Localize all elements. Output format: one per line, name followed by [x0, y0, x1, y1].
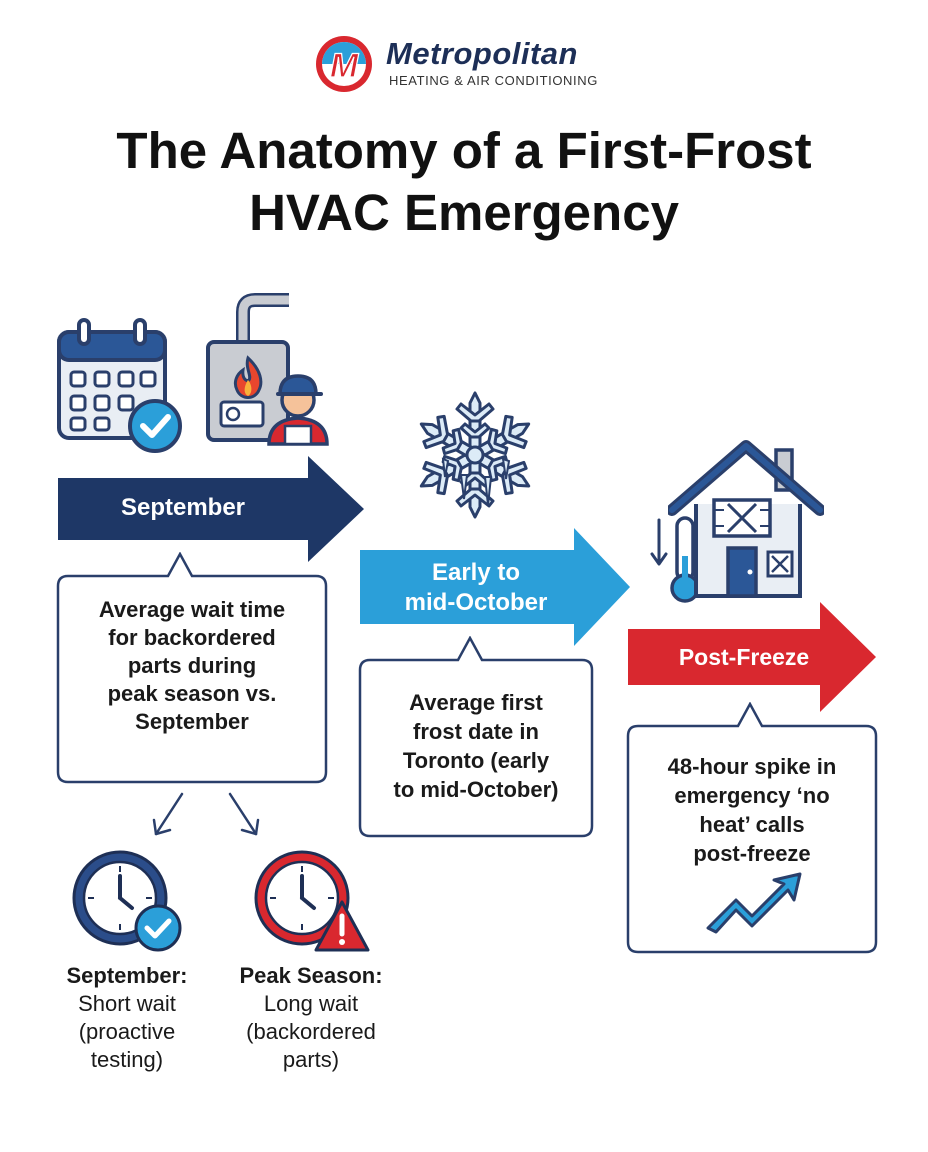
stage-september-callout-box: [56, 552, 328, 784]
stage-october-label: Early to mid-October: [360, 558, 592, 618]
stage-postfreeze-label: Post-Freeze: [678, 644, 810, 670]
stage-september-arrow: [58, 456, 364, 562]
page-title: The Anatomy of a First-Frost HVAC Emerge…: [0, 120, 928, 244]
snowflake-icon: [419, 391, 531, 519]
split-arrows-icon: [152, 792, 260, 836]
page-title-line-2: HVAC Emergency: [249, 184, 679, 241]
stage-october-callout: Average first frost date in Toronto (ear…: [362, 688, 590, 804]
callout-line: Average first: [409, 690, 543, 715]
comparison-line: (proactive: [78, 1019, 176, 1044]
callout-line: emergency ‘no: [674, 783, 830, 808]
callout-line: September: [135, 709, 249, 734]
stage-october-callout-box: [358, 636, 594, 838]
brand-logo-icon: M: [316, 36, 372, 92]
comparison-september-text: September: Short wait (proactive testing…: [42, 962, 212, 1074]
page-title-line-1: The Anatomy of a First-Frost: [116, 122, 812, 179]
comparison-line: parts): [282, 1047, 340, 1072]
callout-line: Toronto (early: [402, 748, 550, 773]
callout-line: peak season vs.: [107, 681, 277, 706]
callout-line: frost date in: [413, 719, 539, 744]
technician-icon: [267, 374, 329, 446]
brand-tagline: HEATING & AIR CONDITIONING: [389, 73, 598, 88]
stage-october-arrow: [360, 528, 630, 646]
stage-postfreeze-callout: 48-hour spike in emergency ‘no heat’ cal…: [630, 752, 874, 868]
clock-check-icon: [72, 850, 182, 952]
brand-logo-letter: M: [330, 47, 359, 85]
callout-line: 48-hour spike in: [667, 754, 837, 779]
callout-line: post-freeze: [693, 841, 811, 866]
comparison-peak-heading: Peak Season:: [239, 963, 383, 988]
calendar-check-icon: [57, 318, 182, 453]
stage-october-label-line: Early to: [431, 559, 521, 586]
cold-house-icon: [668, 440, 824, 598]
callout-line: parts during: [127, 653, 257, 678]
brand-name: Metropolitan: [386, 36, 578, 71]
stage-postfreeze-arrow: [628, 602, 876, 712]
comparison-september-heading: September:: [66, 963, 188, 988]
comparison-line: testing): [90, 1047, 164, 1072]
callout-line: heat’ calls: [699, 812, 805, 837]
callout-line: Average wait time: [98, 597, 286, 622]
callout-line: for backordered: [108, 625, 276, 650]
comparison-line: Long wait: [263, 991, 359, 1016]
clock-warning-icon: [254, 850, 370, 952]
thermometer-down-icon: [650, 516, 700, 603]
comparison-line: Short wait: [78, 991, 176, 1016]
stage-october-label-line: mid-October: [404, 589, 548, 616]
callout-line: to mid-October): [393, 777, 559, 802]
comparison-line: (backordered: [246, 1019, 376, 1044]
trend-up-icon: [706, 872, 802, 934]
comparison-peak-text: Peak Season: Long wait (backordered part…: [218, 962, 404, 1074]
stage-september-callout: Average wait time for backordered parts …: [60, 596, 324, 736]
furnace-icon: [206, 293, 290, 442]
stage-postfreeze-callout-box: [626, 702, 878, 954]
stage-september-label: September: [120, 494, 246, 521]
